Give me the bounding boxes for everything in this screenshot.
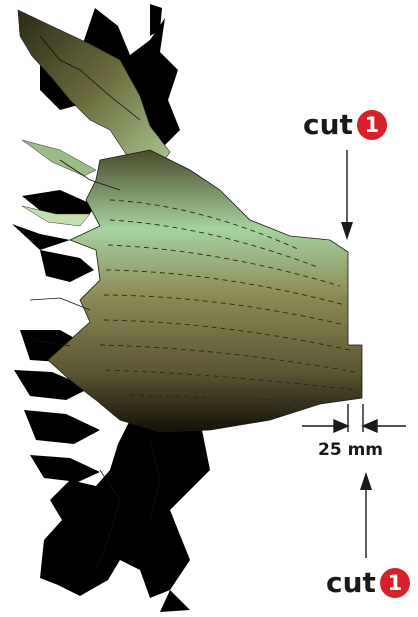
- dimension-label: 25 mm: [318, 440, 383, 460]
- stump-body: [48, 150, 362, 432]
- dimension-marker: [302, 404, 406, 432]
- cut-label-top: cut 1: [303, 108, 387, 141]
- cut-text-bottom: cut: [326, 566, 376, 599]
- bottom-cut-arrow: [360, 472, 372, 558]
- cut-badge-bottom: 1: [380, 568, 410, 598]
- top-cut-arrow: [341, 150, 353, 240]
- cut-text-top: cut: [303, 108, 353, 141]
- cut-label-bottom: cut 1: [326, 566, 410, 599]
- cut-badge-top: 1: [357, 110, 387, 140]
